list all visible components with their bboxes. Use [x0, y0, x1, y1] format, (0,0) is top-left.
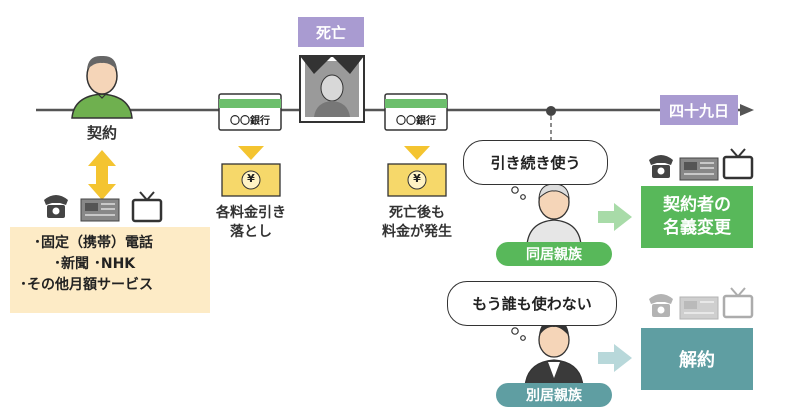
down-arrow-icon [238, 146, 264, 160]
bank-name-label: 〇〇銀行 [396, 116, 436, 127]
newspaper-icon [679, 157, 719, 181]
newspaper-icon [679, 296, 719, 320]
tv-icon [131, 191, 163, 223]
service-item: ･新聞 ･NHK [54, 256, 136, 272]
down-arrow-icon [404, 146, 430, 160]
service-item: ･その他月額サービス [20, 277, 153, 293]
cancellation-box: 解約 [641, 328, 753, 390]
newspaper-icon [80, 198, 120, 222]
bank-card-icon [384, 93, 448, 131]
yen-symbol: ¥ [413, 172, 421, 185]
contract-label: 契約 [86, 124, 117, 142]
tv-icon [722, 148, 754, 180]
speech-bubble-no-use: もう誰も使わない [447, 281, 617, 326]
bank-card-icon [218, 93, 282, 131]
name-change-box: 契約者の 名義変更 [641, 186, 753, 248]
double-arrow-icon [88, 150, 116, 200]
bubble-tail-icon [511, 327, 526, 341]
bank-name-label: 〇〇銀行 [230, 116, 270, 127]
phone-icon [44, 195, 68, 218]
separate-family-label: 別居親族 [496, 383, 612, 407]
memorial-portrait-icon [299, 55, 365, 123]
charges-continue-label: 死亡後も 料金が発生 [382, 205, 452, 240]
phone-icon [649, 155, 673, 178]
contractor-person-icon [71, 55, 133, 119]
man-in-suit-icon [524, 320, 584, 388]
right-arrow-icon [598, 203, 632, 231]
money-bill-icon [221, 163, 281, 197]
tv-icon [722, 287, 754, 319]
cohabiting-family-label: 同居親族 [496, 242, 612, 266]
money-bill-icon [387, 163, 447, 197]
services-list: ･固定（携帯）電話 ･新聞 ･NHK ･その他月額サービス [10, 227, 210, 313]
auto-debit-label: 各料金引き 落とし [216, 205, 286, 240]
service-item: ･固定（携帯）電話 [34, 235, 153, 251]
bubble-tail-icon [511, 186, 526, 200]
phone-icon [649, 294, 673, 317]
right-arrow-icon [598, 344, 632, 372]
yen-symbol: ¥ [247, 172, 255, 185]
timeline-arrowhead [740, 104, 754, 116]
forty-ninth-day-label: 四十九日 [660, 95, 738, 125]
speech-bubble-continue: 引き続き使う [463, 140, 608, 185]
timeline-dot [546, 106, 556, 116]
death-label: 死亡 [298, 17, 364, 47]
